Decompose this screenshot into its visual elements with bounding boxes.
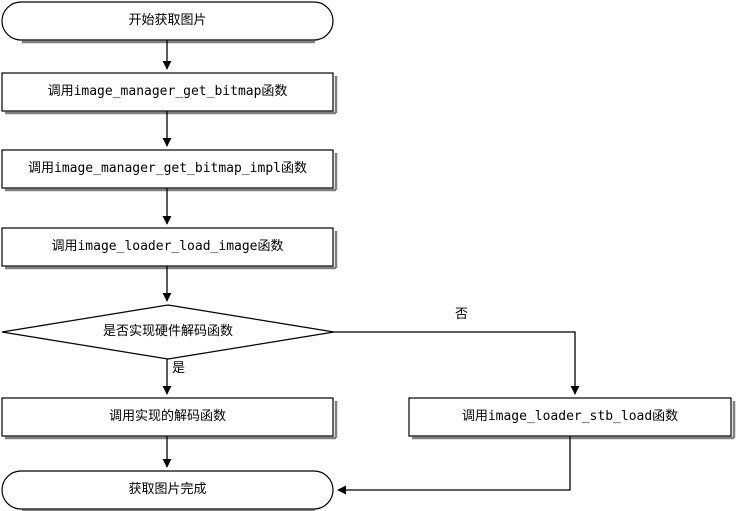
shadow-loader-load-image [5, 231, 338, 270]
node-get-bitmap-shape [1, 72, 334, 112]
node-loader-load-image-shape [1, 227, 334, 267]
connectors [162, 40, 580, 495]
node-end-shape [1, 470, 334, 510]
shadow-call-impl-decoder [5, 401, 338, 440]
edge-stb-load-to-end [337, 436, 571, 495]
node-stb-load-shape [408, 397, 732, 437]
node-shadows [5, 40, 736, 511]
node-call-impl-decoder-shape [1, 397, 334, 437]
node-start-shape [1, 1, 334, 41]
shadow-stb-load [412, 401, 736, 440]
edge-decision-no-to-stb-load [334, 331, 580, 395]
shadow-get-bitmap-impl [5, 153, 338, 192]
node-decision-hw-decode-shape [1, 304, 335, 360]
shadow-get-bitmap [5, 76, 338, 115]
node-get-bitmap-impl-shape [1, 149, 334, 189]
